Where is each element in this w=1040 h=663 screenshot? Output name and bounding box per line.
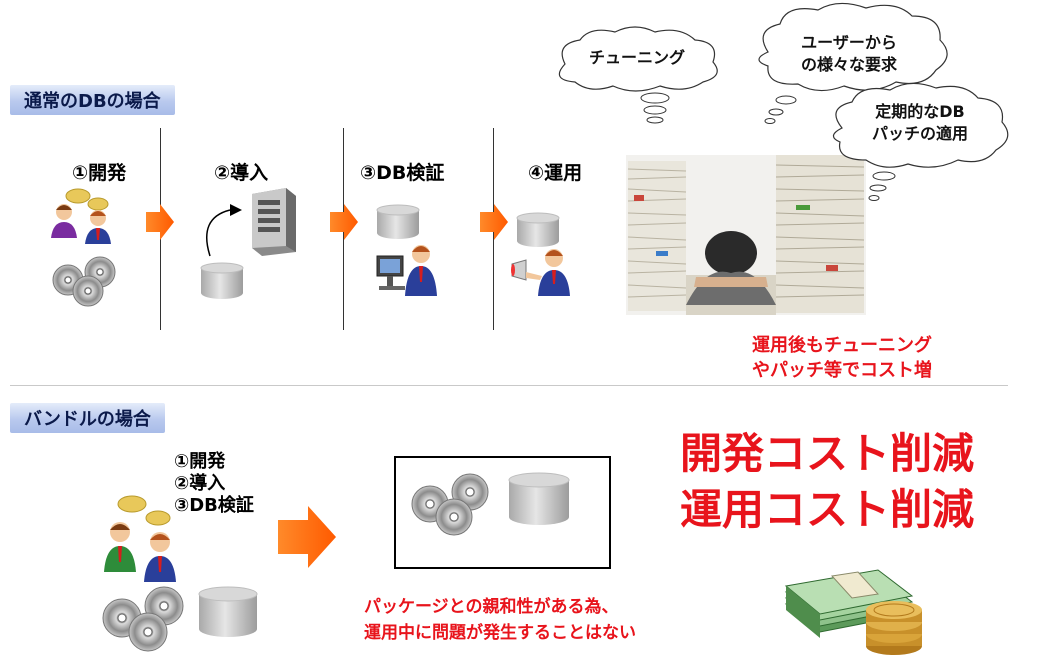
bundle-step-deploy: ②導入 — [174, 473, 226, 494]
section-label-bundle: バンドルの場合 — [10, 403, 165, 433]
step-label-deploy: ②導入 — [214, 162, 269, 184]
install-arrow-icon — [206, 204, 242, 257]
database-icon — [516, 212, 560, 247]
overworked-person-photo — [626, 155, 866, 315]
cloud-line: ユーザーから — [801, 33, 897, 52]
ops-cost-reduction: 運用コスト削減 — [680, 485, 975, 534]
database-icon — [198, 586, 258, 637]
developers-icon — [51, 188, 111, 244]
affinity-note: パッケージとの親和性がある為、 運用中に問題が発生することはない — [364, 594, 636, 646]
thought-cloud-tuning — [558, 26, 718, 124]
user-at-computer-icon — [376, 245, 437, 296]
bundle-step-develop: ①開発 — [174, 451, 226, 472]
dev-cost-reduction: 開発コスト削減 — [680, 429, 975, 478]
step-label-develop: ①開発 — [72, 162, 127, 184]
note-line: やパッチ等でコスト増 — [752, 360, 932, 381]
cloud-text-user-requests: ユーザーから の様々な要求 — [784, 32, 914, 76]
note-line: パッケージとの親和性がある為、 — [364, 597, 619, 617]
thought-cloud-user-requests — [758, 2, 948, 124]
database-icon — [376, 204, 420, 239]
bundle-arrow-icon — [278, 506, 336, 568]
section-label-normal: 通常のDBの場合 — [10, 85, 175, 115]
server-icon — [252, 188, 296, 256]
process-arrow-icon — [330, 204, 358, 240]
process-arrow-icon — [146, 204, 174, 240]
bundle-steps: ①開発 ②導入 ③DB検証 — [174, 451, 254, 517]
cloud-text-tuning: チューニング — [588, 48, 685, 67]
cloud-text-db-patch: 定期的なDB パッチの適用 — [855, 101, 985, 145]
note-line: 運用中に問題が発生することはない — [364, 623, 636, 643]
bundle-step-verify: ③DB検証 — [174, 495, 254, 516]
megaphone-user-icon — [511, 249, 570, 296]
database-icon — [200, 262, 244, 299]
cloud-line: の様々な要求 — [800, 55, 897, 74]
note-line: 運用後もチューニング — [752, 335, 932, 356]
money-icon — [784, 569, 922, 655]
process-arrow-icon — [480, 204, 508, 240]
cd-discs-icon — [102, 586, 184, 652]
developers-icon — [104, 495, 176, 582]
cd-discs-icon — [52, 256, 116, 307]
cloud-line: パッチの適用 — [871, 124, 968, 143]
cloud-line: 定期的なDB — [875, 102, 965, 121]
step-label-verify: ③DB検証 — [360, 162, 445, 184]
database-icon — [508, 472, 570, 525]
step-label-operate: ④運用 — [528, 162, 583, 184]
cost-increase-note: 運用後もチューニング やパッチ等でコスト増 — [752, 333, 932, 383]
thought-cloud-db-patch — [832, 82, 1009, 201]
cost-reduction-headline: 開発コスト削減 運用コスト削減 — [680, 426, 974, 538]
section-divider — [10, 385, 1008, 386]
cd-discs-icon — [411, 473, 489, 536]
